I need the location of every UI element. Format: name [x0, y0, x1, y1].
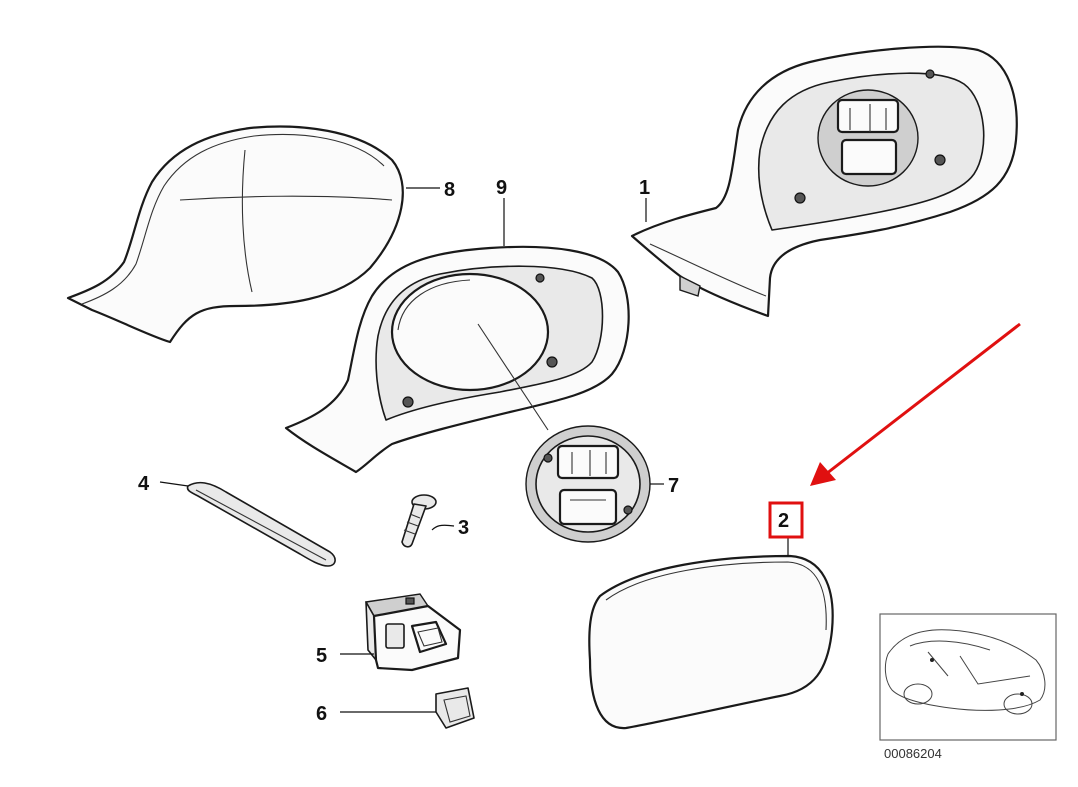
red-arrow-pointer — [810, 322, 1021, 486]
leader-lines — [159, 187, 789, 713]
part-2-mirror-glass[interactable] — [588, 554, 834, 730]
callout-7: 7 — [668, 475, 679, 497]
part-8-mirror-cap[interactable] — [66, 125, 404, 344]
part-3-screw[interactable] — [401, 494, 437, 548]
part-6-switch-button[interactable] — [435, 687, 475, 729]
callout-labels: 8 9 1 4 3 7 5 6 2 — [138, 177, 789, 725]
part-9-mirror-housing[interactable] — [284, 245, 630, 474]
callout-8: 8 — [444, 179, 455, 201]
callout-9: 9 — [496, 177, 507, 199]
callout-5: 5 — [316, 645, 327, 667]
part-1-mirror-base[interactable] — [630, 45, 1018, 318]
part-7-adjustment-drive[interactable] — [525, 425, 651, 543]
diagram-reference-number: 00086204 — [884, 746, 942, 761]
highlight-box — [768, 501, 804, 539]
callout-1: 1 — [639, 177, 650, 199]
callout-4: 4 — [138, 473, 150, 495]
part-5-mirror-switch[interactable] — [364, 593, 462, 672]
callout-3: 3 — [458, 517, 469, 539]
part-4-sealing-strip[interactable] — [186, 481, 336, 567]
callout-2[interactable]: 2 — [778, 510, 789, 532]
callout-6: 6 — [316, 703, 327, 725]
vehicle-thumbnail — [879, 613, 1057, 741]
